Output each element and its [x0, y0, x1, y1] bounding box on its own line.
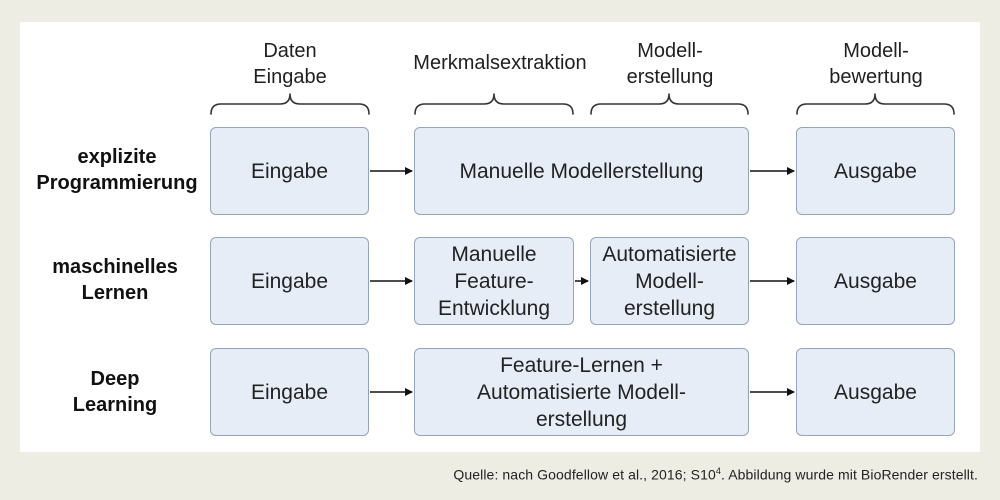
source-caption: Quelle: nach Goodfellow et al., 2016; S1… [453, 466, 978, 483]
row-label-machine-learning: maschinelles Lernen [52, 256, 178, 304]
caption-text: Quelle: nach Goodfellow et al., 2016; S1… [453, 466, 716, 483]
header-model-building: Modell- erstellung [626, 40, 714, 88]
caption-suffix: . Abbildung wurde mit BioRender erstellt… [720, 466, 978, 483]
header-feature-extraction: Merkmalsextraktion [413, 52, 587, 74]
box-dl-output: Ausgabe [796, 348, 955, 436]
box-explicit-output: Ausgabe [796, 127, 955, 215]
brace-feature-extraction [414, 93, 574, 115]
header-data-input: Daten Eingabe [253, 40, 327, 88]
row-label-deep-learning: Deep Learning [72, 368, 158, 416]
box-ml-manual-feature: Manuelle Feature- Entwicklung [414, 237, 574, 325]
caption-superscript: 4 [715, 466, 721, 476]
brace-model-evaluation [796, 93, 955, 115]
brace-data-input [210, 93, 370, 115]
box-ml-output: Ausgabe [796, 237, 955, 325]
box-explicit-manual-model: Manuelle Modellerstellung [414, 127, 749, 215]
diagram-canvas: Daten Eingabe Merkmalsextraktion Modell-… [20, 22, 980, 452]
header-model-evaluation: Modell- bewertung [829, 40, 923, 88]
box-dl-input: Eingabe [210, 348, 369, 436]
row-label-explicit-programming: explizite Programmierung [36, 146, 198, 194]
brace-model-building [590, 93, 749, 115]
box-dl-feature-learning: Feature-Lernen + Automatisierte Modell- … [414, 348, 749, 436]
box-ml-automated-model: Automatisierte Modell- erstellung [590, 237, 749, 325]
box-ml-input: Eingabe [210, 237, 369, 325]
box-explicit-input: Eingabe [210, 127, 369, 215]
